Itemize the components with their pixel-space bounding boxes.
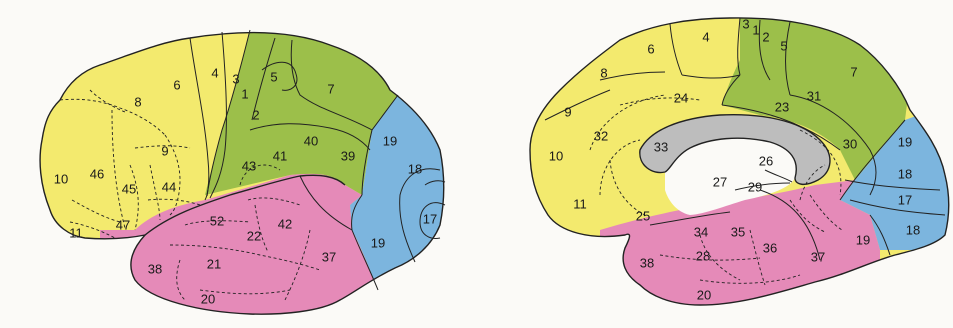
medial-label-7: 7	[850, 64, 857, 79]
medial-label-19-lower: 19	[856, 232, 870, 247]
medial-label-30: 30	[843, 136, 857, 151]
medial-label-26: 26	[759, 153, 773, 168]
medial-label-18-lower: 18	[906, 222, 920, 237]
lateral-brain-view: 4 6 8 3 1 2 5 7 9 10 46 45 44 47 11 43 4…	[0, 0, 460, 328]
lateral-label-45: 45	[122, 181, 136, 196]
medial-label-2: 2	[762, 29, 769, 44]
lateral-label-7: 7	[327, 81, 334, 96]
lateral-label-39: 39	[341, 148, 355, 163]
lateral-label-22: 22	[247, 228, 261, 243]
lateral-label-9: 9	[161, 143, 168, 158]
lateral-label-43: 43	[242, 158, 256, 173]
medial-label-19-upper: 19	[898, 134, 912, 149]
medial-label-17: 17	[898, 192, 912, 207]
lateral-label-11: 11	[69, 225, 83, 240]
lateral-label-44: 44	[162, 179, 176, 194]
lateral-label-19-upper: 19	[383, 133, 397, 148]
medial-label-24: 24	[674, 90, 688, 105]
medial-label-36: 36	[763, 240, 777, 255]
lateral-label-1: 1	[241, 86, 248, 101]
medial-label-3: 3	[742, 16, 749, 31]
medial-label-1: 1	[752, 22, 759, 37]
medial-label-33: 33	[654, 139, 668, 154]
lateral-label-37: 37	[322, 249, 336, 264]
lateral-label-46: 46	[90, 166, 104, 181]
lateral-label-18: 18	[408, 161, 422, 176]
lateral-label-6: 6	[173, 77, 180, 92]
medial-label-4: 4	[702, 29, 709, 44]
lateral-label-42: 42	[278, 216, 292, 231]
lateral-label-47: 47	[116, 217, 130, 232]
lateral-label-3: 3	[232, 71, 239, 86]
medial-label-31: 31	[807, 88, 821, 103]
medial-label-38: 38	[640, 255, 654, 270]
lateral-label-19-lower: 19	[371, 235, 385, 250]
medial-brain-view: 4 3 1 2 5 6 8 7 9 24 23 31 32 10 33 26 3…	[500, 0, 953, 328]
lateral-label-2: 2	[252, 107, 259, 122]
lateral-label-21: 21	[207, 256, 221, 271]
lateral-label-8: 8	[134, 94, 141, 109]
lateral-label-41: 41	[273, 148, 287, 163]
medial-label-5: 5	[780, 38, 787, 53]
medial-label-28: 28	[696, 248, 710, 263]
lateral-label-5: 5	[270, 69, 277, 84]
lateral-lobe-fills	[0, 0, 460, 328]
medial-label-25: 25	[636, 208, 650, 223]
medial-label-18-upper: 18	[898, 166, 912, 181]
medial-label-23: 23	[775, 99, 789, 114]
medial-label-27: 27	[713, 174, 727, 189]
medial-label-10: 10	[549, 148, 563, 163]
lateral-label-38: 38	[148, 261, 162, 276]
lateral-label-4: 4	[211, 65, 218, 80]
lateral-label-52: 52	[210, 213, 224, 228]
lateral-label-17: 17	[423, 211, 437, 226]
lateral-label-10: 10	[54, 171, 68, 186]
medial-label-32: 32	[594, 128, 608, 143]
medial-label-37: 37	[811, 249, 825, 264]
medial-label-6: 6	[647, 41, 654, 56]
medial-label-20: 20	[697, 287, 711, 302]
lateral-label-20: 20	[201, 291, 215, 306]
medial-label-29: 29	[748, 179, 762, 194]
medial-label-9: 9	[564, 104, 571, 119]
medial-lobe-fills	[500, 0, 953, 328]
medial-label-8: 8	[600, 65, 607, 80]
medial-label-35: 35	[731, 224, 745, 239]
lateral-label-40: 40	[304, 133, 318, 148]
medial-label-11: 11	[573, 196, 587, 211]
medial-label-34: 34	[694, 224, 708, 239]
